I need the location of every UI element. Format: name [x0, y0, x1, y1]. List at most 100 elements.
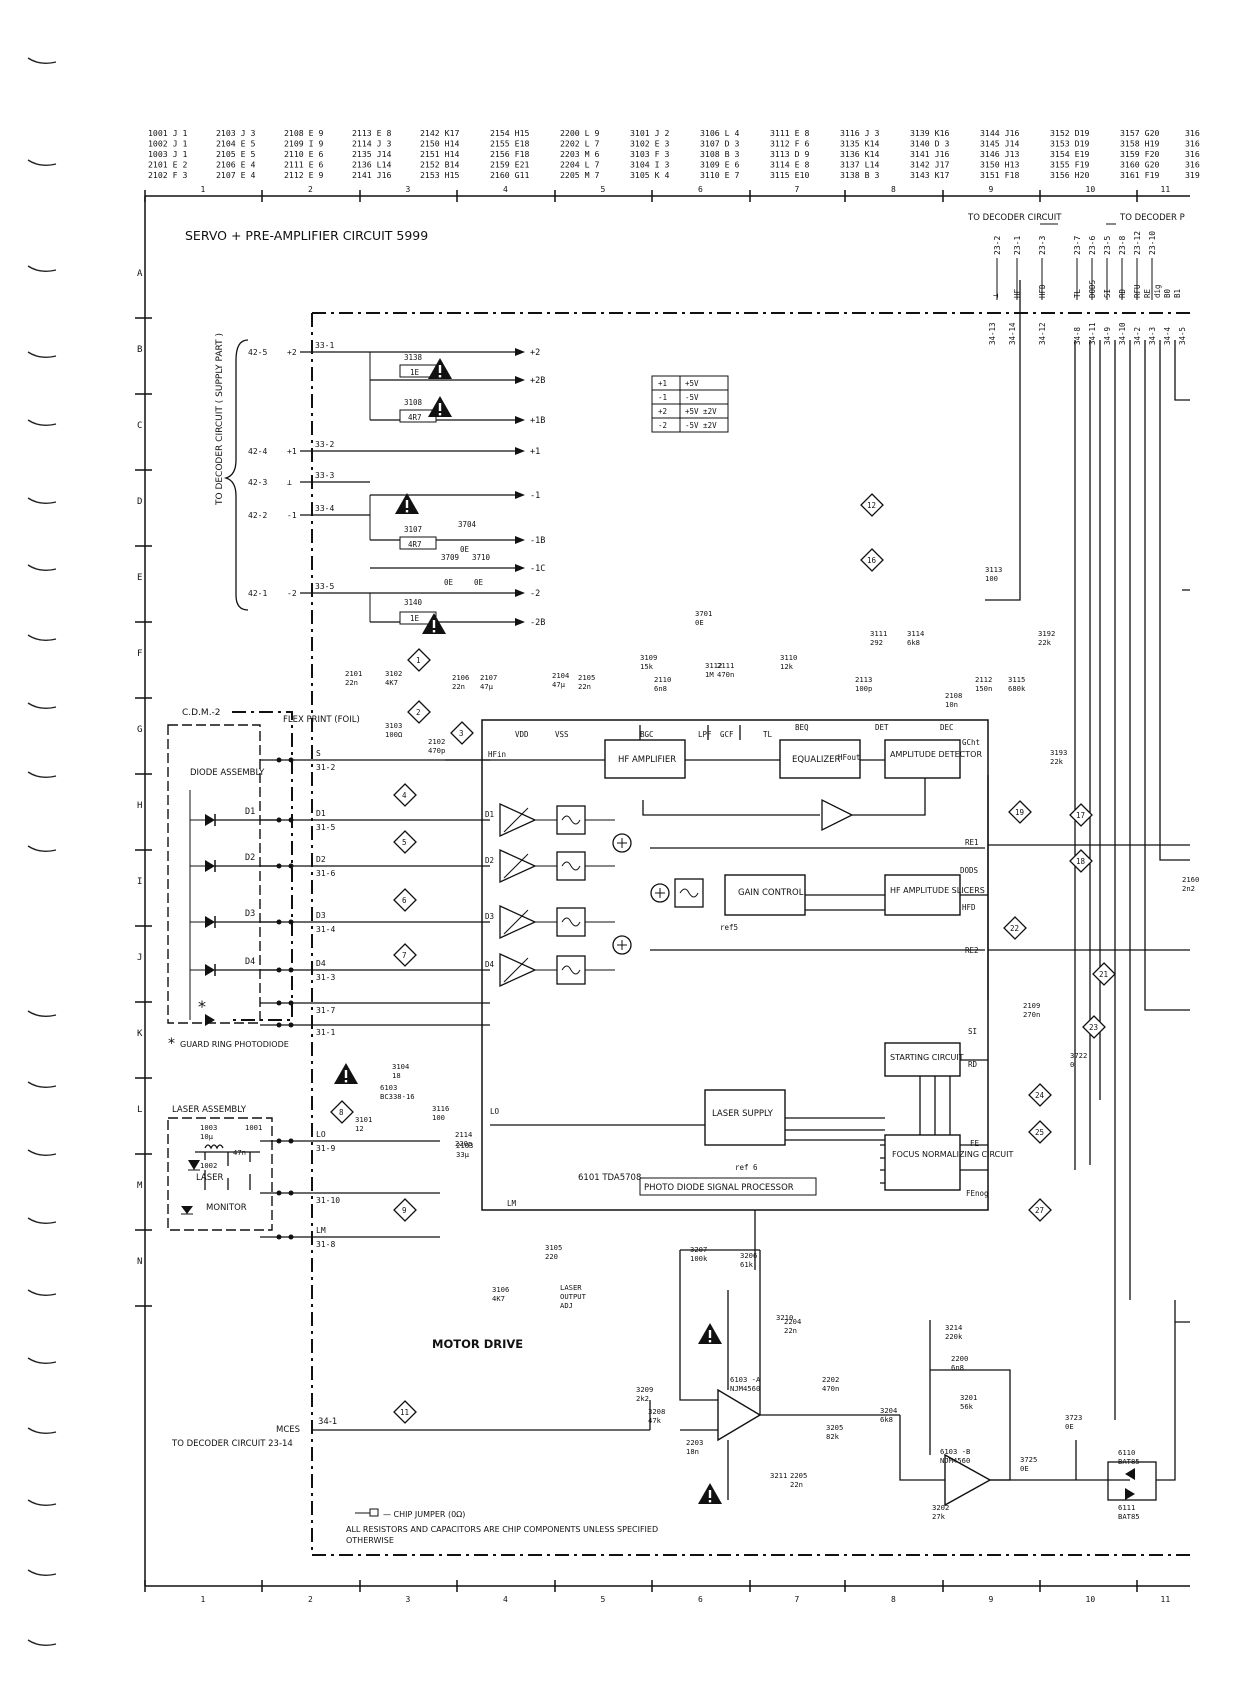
motor-part-label: 3205 [826, 1423, 843, 1432]
motor-part-label: 3210 [776, 1313, 793, 1322]
test-point-number: 12 [867, 501, 876, 510]
ic-connector-pin: 34-12 [1038, 322, 1047, 345]
row-letter: E [137, 573, 142, 583]
test-point-marker: 4 [393, 783, 417, 807]
column-number: 5 [601, 185, 606, 194]
ref-index-entry: 2135 J14 [352, 149, 392, 159]
ic-description: PHOTO DIODE SIGNAL PROCESSOR [644, 1183, 794, 1193]
test-point-number: 8 [339, 1108, 344, 1117]
supply-voltage-table: +1+5V-1-5V+2+5V ±2V-2-5V ±2V [651, 375, 729, 433]
amplitude-detector-label: AMPLITUDE DETECTOR [890, 750, 982, 759]
row-letter: B [137, 345, 142, 355]
motor-drive-circuit [312, 1249, 1176, 1507]
ref-index-entry: 3158 H19 [1120, 139, 1160, 149]
ref-index-entry: 3140 D 3 [910, 139, 950, 149]
diode-label: D2 [245, 853, 255, 863]
ref-index-entry: 2204 L 7 [560, 160, 600, 170]
warning-icon [395, 493, 419, 514]
ref-index-entry: 3110 E 7 [700, 170, 740, 180]
supply-output: -1C [530, 564, 545, 574]
connector-pin: 23-6 [1088, 236, 1097, 255]
ic-pin-name: HFin [488, 750, 506, 759]
laser-part-label: 12 [355, 1124, 364, 1133]
flex-pin: 31-9 [316, 1144, 335, 1153]
ic-pin-name: SI [968, 1027, 977, 1036]
test-point-number: 18 [1076, 857, 1086, 866]
laser-part-label: 6103 [380, 1083, 397, 1092]
laser-part-label: 47n [233, 1148, 246, 1157]
ref-index-entry: 3155 F19 [1050, 160, 1090, 170]
row-letter: N [137, 1257, 142, 1267]
component-label: 2111 [717, 661, 734, 670]
diode-label: D1 [245, 807, 255, 817]
column-number: 1 [201, 185, 206, 194]
motor-part-label: BAT85 [1118, 1457, 1140, 1466]
component-label: 47µ [552, 680, 566, 689]
ic-pin-name: RD [968, 1060, 978, 1069]
component-label: 270n [1023, 1010, 1040, 1019]
component-label: 2106 [452, 673, 469, 682]
ref-index-entry: 1001 J 1 [148, 128, 188, 138]
component-label: 0 [1070, 1060, 1074, 1069]
signal-name: B1 [1173, 289, 1182, 298]
component-label: 3103 [385, 721, 402, 730]
motor-part-label: 3201 [960, 1393, 977, 1402]
component-label: 2109 [1023, 1001, 1040, 1010]
ic-pin-name: HFD [962, 903, 976, 912]
ic-pin-name: VSS [555, 730, 569, 739]
ic-pin-name: LPF [698, 730, 712, 739]
ref-index-entry: 3135 K14 [840, 139, 880, 149]
motor-part-label: 4K7 [492, 1294, 505, 1303]
resistor-ref: 3107 [404, 525, 422, 534]
warning-symbols [334, 358, 722, 1504]
mces-label: MCES [276, 1425, 300, 1435]
mces-pin: 34-1 [318, 1417, 337, 1427]
column-number: 3 [406, 1595, 411, 1604]
ref-index-entry: 2103 J 3 [216, 128, 256, 138]
ref-index-entry: 3151 F18 [980, 170, 1020, 180]
column-number: 10 [1086, 185, 1096, 194]
ref-index-entry: 319 [1185, 170, 1200, 180]
diode-label: D3 [245, 909, 255, 919]
ref-index-entry: 3143 K17 [910, 170, 950, 180]
motor-part-label: 3208 [648, 1407, 665, 1416]
motor-part-label: 3211 [770, 1471, 787, 1480]
component-label: 12k [780, 662, 794, 671]
hf-amplifier-label: HF AMPLIFIER [618, 755, 676, 765]
motor-part-label: 6n8 [951, 1363, 964, 1372]
motor-part-label: 3202 [932, 1503, 949, 1512]
ref-index-entry: 3102 E 3 [630, 139, 670, 149]
ic-pin-name: RE1 [965, 838, 979, 847]
laser-part-label: 1001 [245, 1123, 262, 1132]
ref-index-entry: 2152 B14 [420, 160, 460, 170]
column-number: 4 [503, 185, 508, 194]
signal-name: dig [1153, 284, 1162, 298]
component-label: 22k [1050, 757, 1064, 766]
ic-pin-name: FEnog [966, 1189, 989, 1198]
row-letter: H [137, 801, 142, 811]
resistor-value: 0E [444, 578, 454, 587]
component-label: 3115 [1008, 675, 1025, 684]
column-number: 2 [308, 1595, 313, 1604]
asterisk-icon: * [168, 1036, 175, 1052]
motor-part-label: LASER [560, 1283, 582, 1292]
column-number: 8 [891, 185, 896, 194]
ref-index-entry: 1003 J 1 [148, 149, 188, 159]
column-number: 11 [1161, 1595, 1171, 1604]
row-letter: G [137, 725, 142, 735]
flex-signal: S [316, 749, 321, 758]
connector-pin: 23-5 [1103, 236, 1112, 255]
laser-part-label: 1002 [200, 1161, 217, 1170]
supply-output: -1B [530, 536, 545, 546]
component-label: 292 [870, 638, 883, 647]
ic-pin-name: VDD [515, 730, 529, 739]
asterisk-icon: * [198, 997, 206, 1016]
test-point-marker: 9 [393, 1198, 417, 1222]
test-point-number: 5 [402, 838, 407, 847]
component-label: 3111 [870, 629, 887, 638]
signal-name: DODS [1088, 279, 1097, 298]
ic-pin-name: LO [490, 1107, 500, 1116]
component-label: 15k [640, 662, 654, 671]
component-label: 2107 [480, 673, 497, 682]
ic-input-label: D1 [485, 810, 494, 819]
